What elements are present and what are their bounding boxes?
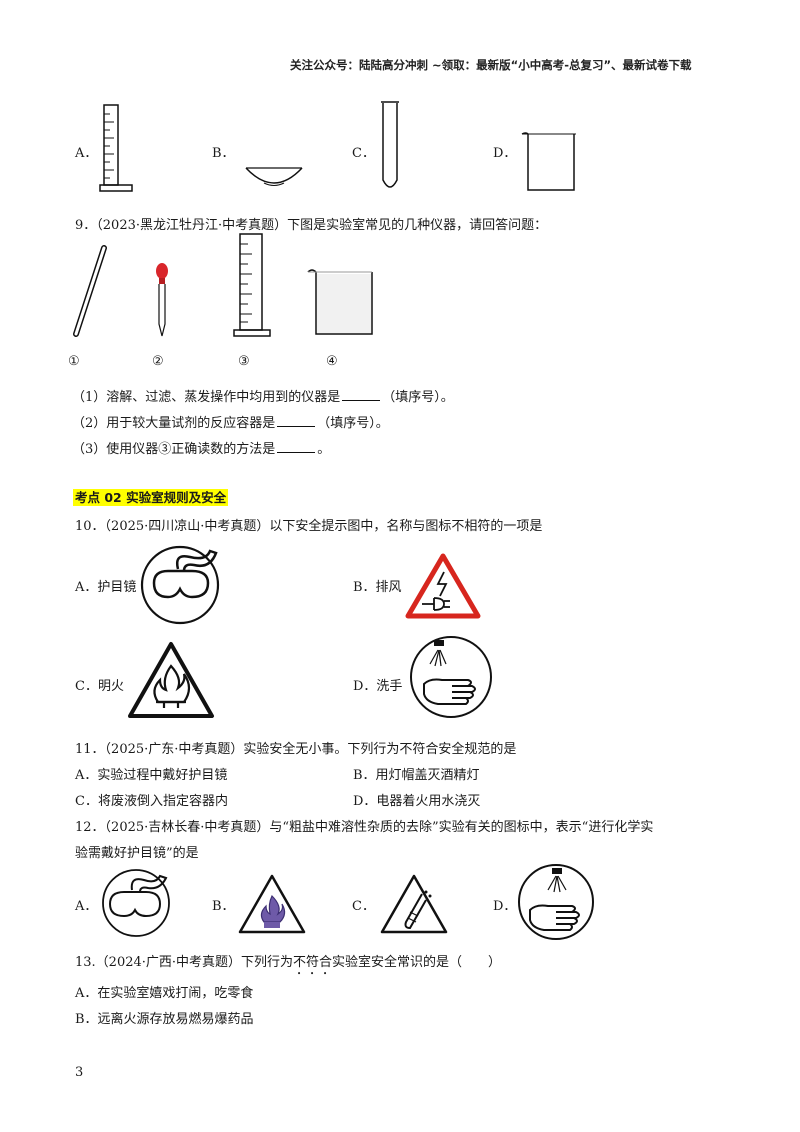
q10-option-a: A．护目镜: [75, 580, 137, 595]
q8-option-d-label: D．: [493, 146, 517, 161]
q9-label-1: ①: [68, 354, 80, 369]
q13-stem: 13.（2024·广西·中考真题）下列行为不符合实验室安全常识的是（ ）: [75, 951, 501, 978]
dropper-icon: [156, 263, 168, 337]
q8-option-c-label: C．: [352, 146, 375, 161]
q12-option-c-label: C．: [352, 899, 375, 914]
q10-option-d: D．洗手: [353, 679, 403, 694]
q9-label-3: ③: [238, 354, 250, 369]
hand-wash-icon: [410, 636, 492, 718]
q13-stem-suffix: 实验室安全常识的是（ ）: [332, 955, 502, 970]
section-title: 考点 02 实验室规则及安全: [73, 489, 229, 506]
open-flame-icon: [128, 642, 214, 718]
page-number: 3: [75, 1065, 84, 1080]
q9-sub-1-suffix: （填序号）。: [382, 390, 454, 405]
q8-option-b-label: B．: [212, 146, 235, 161]
q9-sub-3-suffix: 。: [317, 442, 331, 457]
header-text: 关注公众号：陆陆高分冲刺 ~领取：最新版“小中高考-总复习”、最新试卷下载: [290, 58, 692, 72]
q9-label-4: ④: [326, 354, 338, 369]
test-tube-warning-icon: [380, 874, 448, 934]
beaker-icon: [521, 132, 576, 191]
q10-option-c: C．明火: [75, 679, 124, 694]
q11-option-b: B．用灯帽盖灭酒精灯: [353, 768, 480, 783]
q11-option-c: C．将废液倒入指定容器内: [75, 794, 228, 809]
q13-option-b: B．远离火源存放易燃易爆药品: [75, 1012, 254, 1027]
hand-wash-small-icon: [518, 864, 594, 940]
beaker-large-icon: [307, 269, 373, 335]
q11-option-d: D．电器着火用水浇灭: [353, 794, 481, 809]
answer-blank: [277, 414, 316, 427]
answer-blank: [277, 440, 316, 453]
q9-sub-3: （3）使用仪器③正确读数的方法是 。: [72, 438, 330, 457]
q11-stem: 11．（2025·广东·中考真题）实验安全无小事。下列行为不符合安全规范的是: [75, 742, 517, 757]
q10-option-b: B．排风: [353, 580, 402, 595]
q12-option-d-label: D．: [493, 899, 517, 914]
q13-emphasis: 不符合: [293, 955, 333, 970]
test-tube-icon: [381, 101, 399, 188]
section-heading: 考点 02 实验室规则及安全: [73, 487, 229, 506]
q9-sub-3-text: （3）使用仪器③正确读数的方法是: [72, 442, 276, 457]
goggles-icon: [140, 545, 220, 625]
q12-option-b-label: B．: [212, 899, 235, 914]
q9-sub-2-text: （2）用于较大量试剂的反应容器是: [72, 416, 276, 431]
q9-stem: 9．（2023·黑龙江牡丹江·中考真题）下图是实验室常见的几种仪器，请回答问题：: [75, 218, 548, 233]
q8-option-a-label: A．: [75, 146, 98, 161]
q12-stem-line2: 验需戴好护目镜”的是: [75, 846, 199, 861]
q13-stem-text: 13.（2024·广西·中考真题）下列行为: [75, 955, 294, 970]
q9-sub-1-text: （1）溶解、过滤、蒸发操作中均用到的仪器是: [72, 390, 341, 405]
exhaust-warning-icon: [405, 553, 481, 619]
graduated-cylinder-icon: [99, 104, 133, 192]
flame-warning-icon: [238, 874, 306, 934]
q9-label-2: ②: [152, 354, 164, 369]
graduated-cylinder-large-icon: [233, 233, 271, 337]
q12-option-a-label: A．: [75, 899, 98, 914]
goggles-small-icon: [102, 869, 170, 937]
answer-blank: [342, 388, 381, 401]
q10-stem: 10．（2025·四川凉山·中考真题）以下安全提示图中，名称与图标不相符的一项是: [75, 519, 543, 534]
q9-sub-2-suffix: （填序号）。: [317, 416, 389, 431]
q11-option-a: A．实验过程中戴好护目镜: [75, 768, 228, 783]
q12-stem-line1: 12．（2025·吉林长春·中考真题）与“粗盐中难溶性杂质的去除”实验有关的图标…: [75, 820, 654, 835]
q9-sub-2: （2）用于较大量试剂的反应容器是 （填序号）。: [72, 412, 389, 431]
evaporating-dish-icon: [245, 167, 303, 186]
q9-sub-1: （1）溶解、过滤、蒸发操作中均用到的仪器是 （填序号）。: [72, 386, 454, 405]
q13-option-a: A．在实验室嬉戏打闹，吃零食: [75, 986, 254, 1001]
glass-rod-icon: [73, 245, 107, 337]
